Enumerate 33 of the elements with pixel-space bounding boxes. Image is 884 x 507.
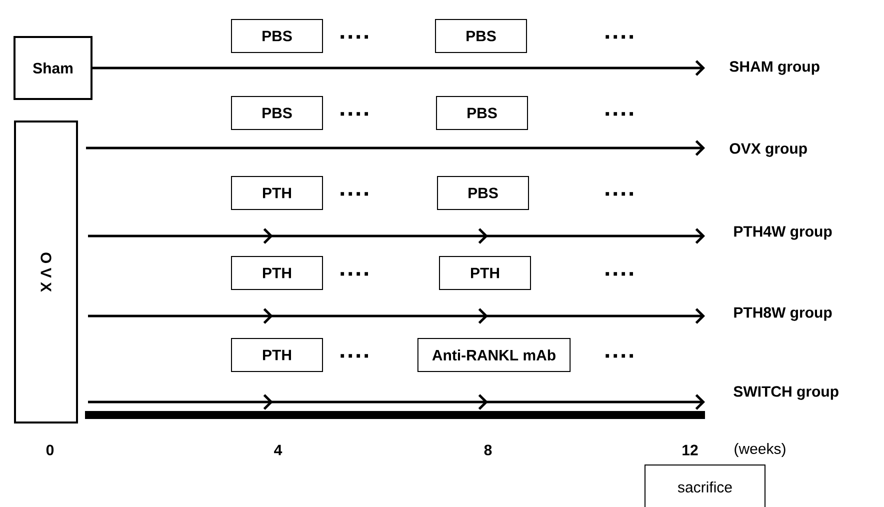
week-number: 0 [46,444,54,456]
procedure-box: O V X [14,120,78,424]
group-label: OVX group [730,143,807,157]
arrow [92,60,705,76]
time-unit: (weeks) [734,443,786,457]
treatment-box: PBS [435,19,527,53]
sacrifice-box: sacrifice [644,464,766,507]
arrow [88,308,705,324]
treatment-box: PBS [437,176,529,210]
ellipsis-dots: ···· [606,112,634,116]
arrow [88,228,705,244]
treatment-box: PBS [231,96,323,130]
group-label: PTH4W group [734,226,832,240]
treatment-box: PTH [439,256,531,290]
ellipsis-dots: ···· [340,354,368,358]
treatment-box: Anti-RANKL mAb [417,338,571,372]
ellipsis-dots: ···· [606,35,634,39]
treatment-box: PTH [231,256,323,290]
ellipsis-dots: ···· [606,354,634,358]
treatment-box: PBS [231,19,323,53]
week-number: 8 [484,444,492,456]
procedure-box: Sham [14,36,92,100]
group-label: SWITCH group [734,386,838,400]
ellipsis-dots: ···· [606,192,634,196]
arrow [88,394,705,410]
treatment-box: PBS [436,96,528,130]
ellipsis-dots: ···· [606,272,634,276]
treatment-box: PTH [231,338,323,372]
treatment-box: PTH [231,176,323,210]
week-number: 4 [274,444,282,456]
arrow [86,140,705,156]
group-label: SHAM group [730,61,820,75]
group-label: PTH8W group [734,307,832,321]
